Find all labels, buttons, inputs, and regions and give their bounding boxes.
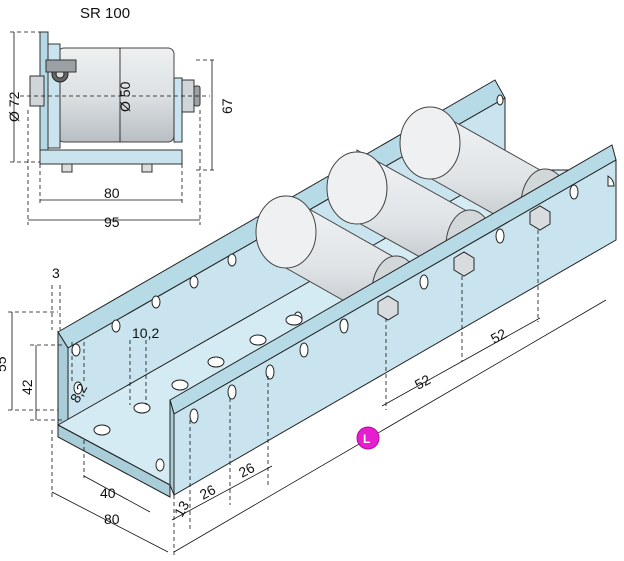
profile-dimensions: 3 55 42 8,2 10,2 40 80 L: [0, 230, 607, 556]
base-end: [57, 424, 171, 498]
dim-roller-diameter: Ø 50: [117, 81, 133, 112]
side-right-bracket: [173, 77, 183, 143]
dim-thickness: 3: [52, 265, 60, 281]
side-left-nut: [29, 75, 45, 107]
dim-roller-pitch-1: 52: [412, 371, 433, 393]
dim-outer-width: 95: [104, 214, 120, 230]
side-base-channel: [39, 149, 183, 165]
hex-bolt-icon: [453, 251, 475, 277]
hex-bolt-icon: [529, 205, 551, 231]
dim-hole-large: 10,2: [132, 325, 159, 341]
dim-outer-diameter: Ø 72: [6, 91, 22, 122]
holes: [71, 94, 579, 472]
length-marker-icon: [356, 426, 380, 450]
dim-height: 67: [219, 98, 235, 114]
drawing-title: SR 100: [80, 5, 130, 22]
back-wall-end: [57, 330, 69, 431]
dim-height-inner: 42: [19, 379, 35, 395]
length-marker-label: L: [363, 432, 370, 446]
dim-pitch-2: 26: [236, 459, 257, 481]
bolts: [377, 205, 551, 321]
dim-inner-width: 80: [104, 185, 120, 201]
dim-roller-pitch-2: 52: [488, 325, 509, 347]
side-view: Ø 72 Ø 50 67 80 95: [6, 31, 235, 230]
dim-base-inner: 40: [100, 485, 116, 501]
side-axle: [45, 59, 77, 73]
dim-height-outer: 55: [0, 356, 9, 372]
dim-base-outer: 80: [104, 511, 120, 527]
hex-bolt-icon: [377, 295, 399, 321]
dim-pitch-1: 26: [197, 481, 218, 503]
length-dimension-line: [173, 299, 607, 553]
dim-edge-offset: 13: [171, 498, 193, 520]
